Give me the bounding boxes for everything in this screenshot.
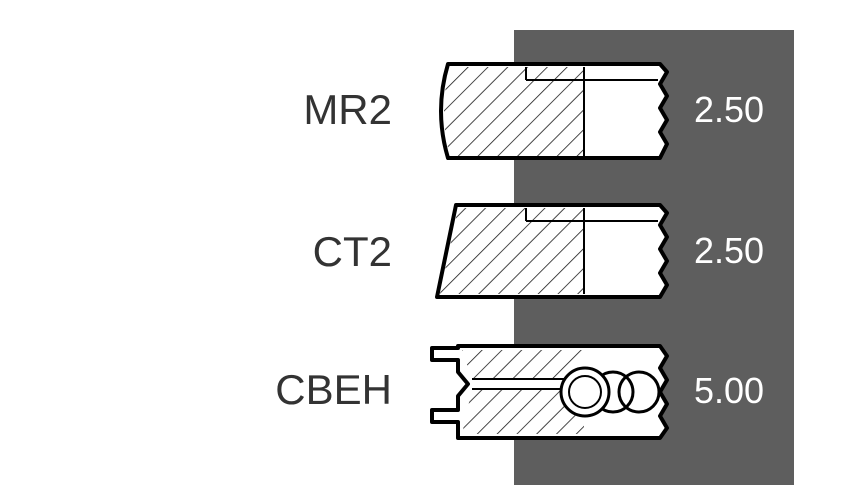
ring-profile-mr2 — [439, 62, 669, 160]
ring-width-cbeh: 5.00 — [694, 370, 765, 411]
ring-width-ct2: 2.50 — [694, 230, 765, 271]
ring-width-mr2: 2.50 — [694, 89, 765, 130]
ring-name-ct2: CT2 — [312, 228, 392, 275]
ring-profile-cbeh — [430, 344, 669, 440]
ring-profile-ct2 — [435, 203, 669, 299]
ring-name-cbeh: CBEH — [275, 366, 392, 413]
ring-name-mr2: MR2 — [303, 86, 392, 133]
